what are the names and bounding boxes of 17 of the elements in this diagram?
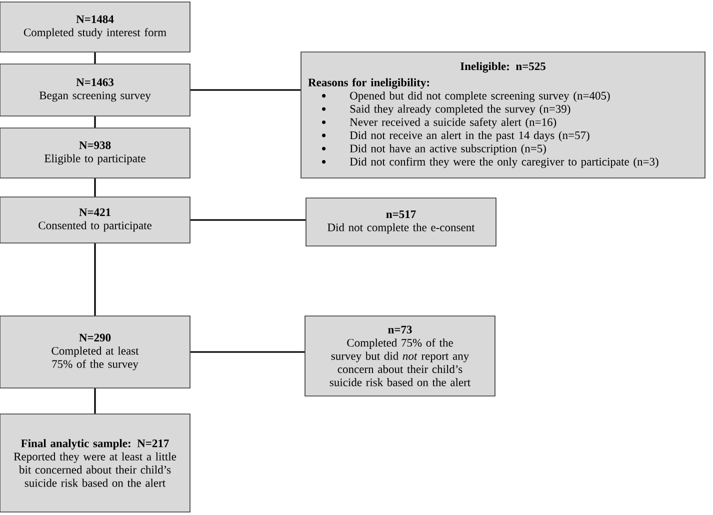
connector-line — [190, 219, 306, 221]
flow-box: n=517 Did not complete the e-consent — [306, 198, 496, 246]
flow-box: Ineligible: n=525 Reasons for ineligibility: Opened but did not complete screening survey (n=405) Said they already completed the survey (n=39) Never received a suicide safety alert (n=16) Did not receive an alert in the past 14 days (n=57) Did not have an active subscription (n=5) Did not confirm they were the only caregiver to participate (n=3) — [300, 52, 706, 178]
connector-line — [94, 52, 96, 64]
flow-box: Final analytic sample: N=217 Reported they were at least a little bit concerned about their child’s suicide risk based on the alert — [0, 414, 190, 512]
connector-line — [94, 178, 96, 197]
flow-box: N=421 Consented to participate — [0, 196, 190, 244]
connector-line — [94, 116, 96, 128]
flow-box: N=938 Eligible to participate — [0, 128, 190, 178]
connector-line — [190, 89, 301, 91]
flow-box: N=290 Completed at least 75% of the survey — [0, 316, 190, 388]
flow-box: n=73 Completed 75% of the survey but did not report any concern about their child’s suicide risk based on the alert — [304, 316, 496, 396]
connector-line — [94, 388, 96, 414]
connector-line — [94, 243, 96, 316]
connector-line — [190, 351, 305, 353]
flow-box: N=1463 Began screening survey — [0, 64, 190, 116]
flow-box: N=1484 Completed study interest form — [0, 2, 190, 52]
